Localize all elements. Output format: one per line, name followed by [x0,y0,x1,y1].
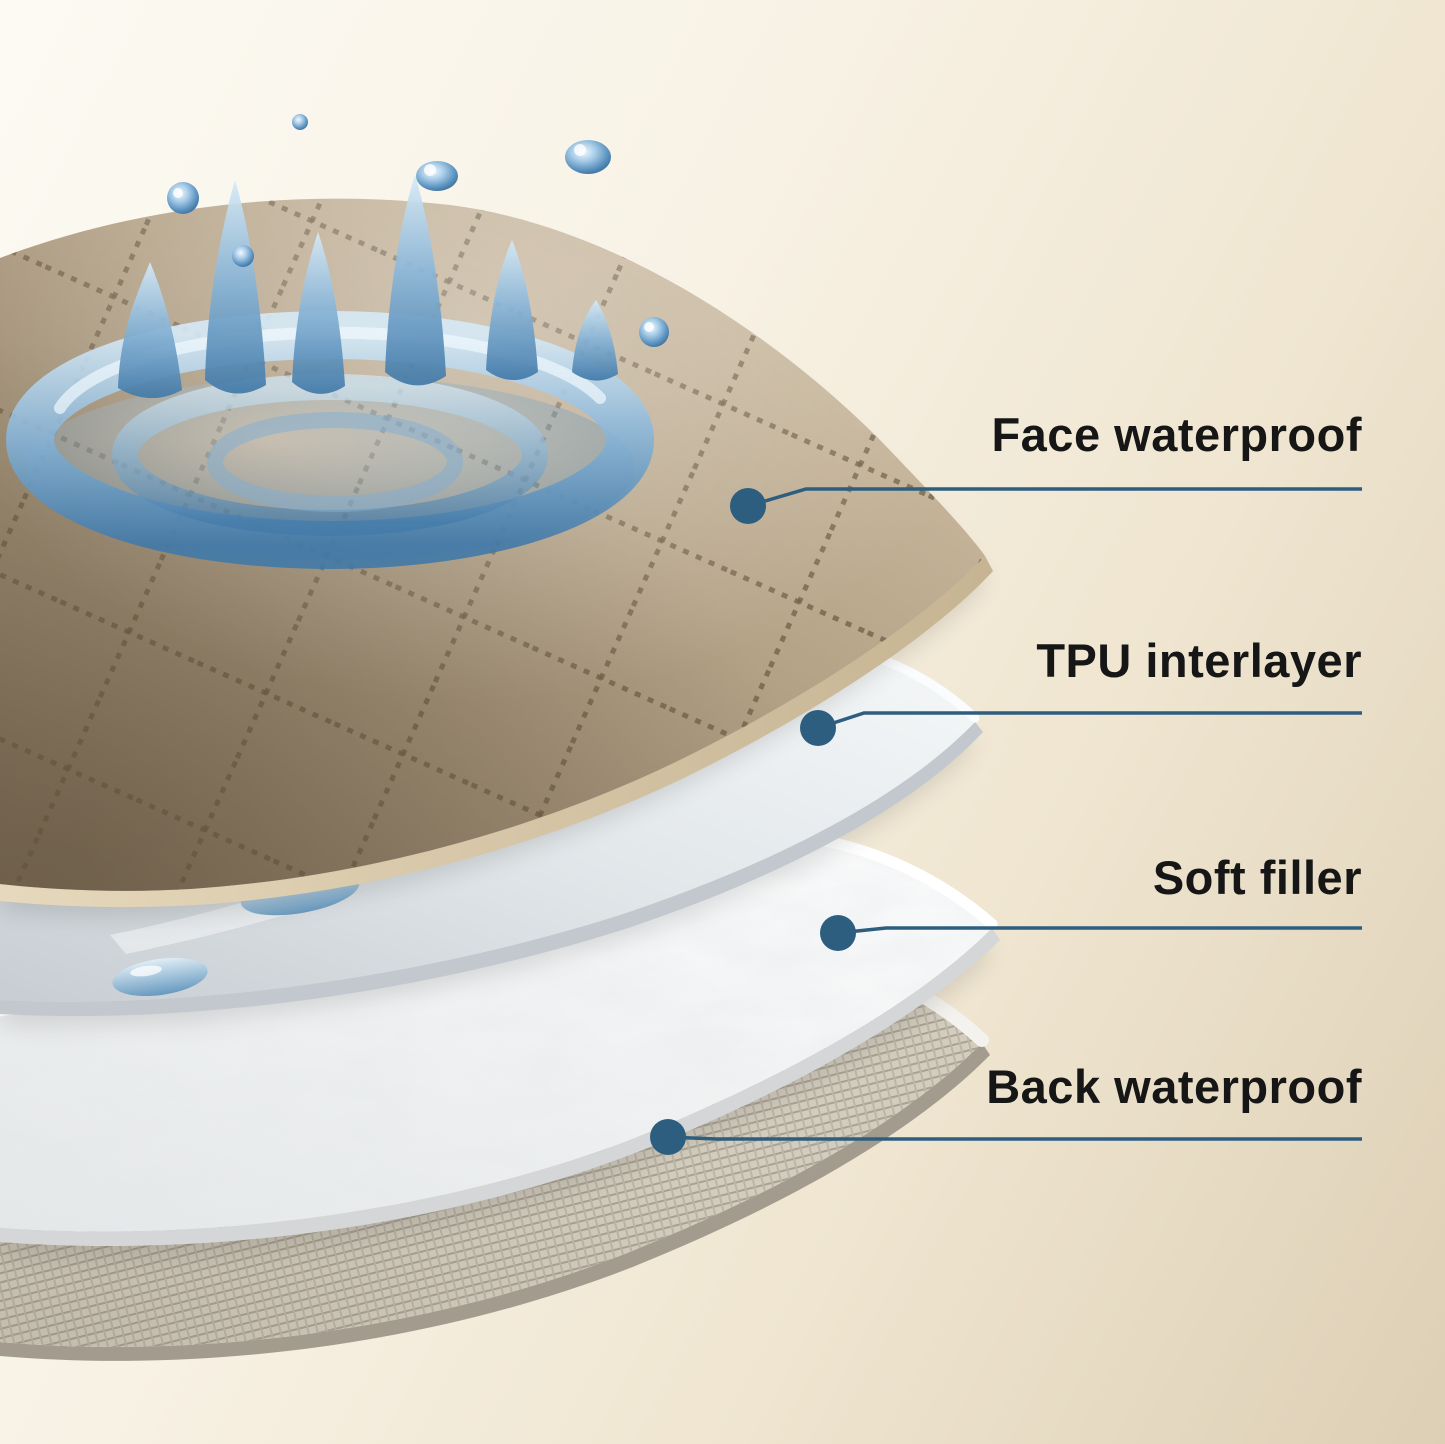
callout-line-back-waterproof [667,1135,1362,1141]
soft-filler-texture [0,837,992,1232]
soft-filler-edge [0,928,1000,1247]
connector-dot-soft-filler [820,915,856,951]
water-droplet [112,957,208,997]
connector-dot-face-waterproof [730,488,766,524]
label-tpu-interlayer: TPU interlayer [1036,634,1362,687]
callouts [650,487,1362,1155]
label-face-waterproof: Face waterproof [991,408,1362,461]
connector-dot-back-waterproof [650,1119,686,1155]
label-soft-filler: Soft filler [1152,851,1362,904]
callout-line-face-waterproof [747,487,1362,508]
back-layer-edge [0,1043,990,1361]
water-splash-graphic [6,114,669,569]
label-back-waterproof: Back waterproof [986,1060,1362,1113]
connector-dot-tpu-interlayer [800,710,836,746]
face-layer-edge [0,556,993,908]
tpu-edge [0,722,983,1016]
